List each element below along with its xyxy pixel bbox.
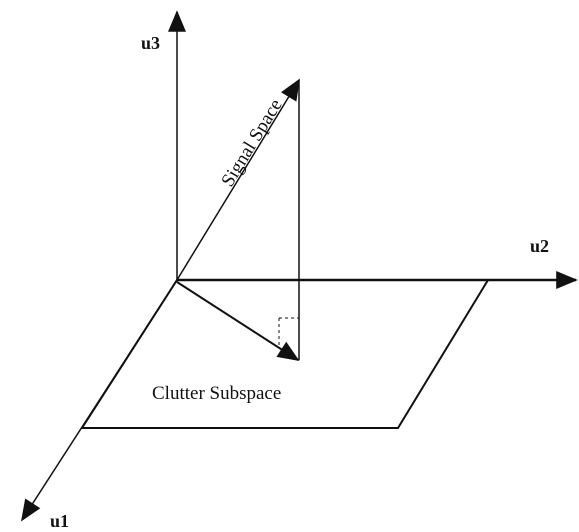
- u1-axis-label: u1: [50, 511, 69, 531]
- signal-space-label: Signal Space: [217, 95, 286, 190]
- u1-axis: [21, 279, 178, 522]
- clutter-projection-vector: [176, 281, 300, 361]
- right-angle-marker: [278, 317, 299, 345]
- clutter-subspace-label: Clutter Subspace: [152, 383, 281, 404]
- u3-axis-label: u3: [141, 33, 160, 53]
- signal-space-vector: [176, 78, 300, 281]
- clutter-subspace-plane: [80, 279, 490, 429]
- u2-axis-label: u2: [530, 236, 549, 256]
